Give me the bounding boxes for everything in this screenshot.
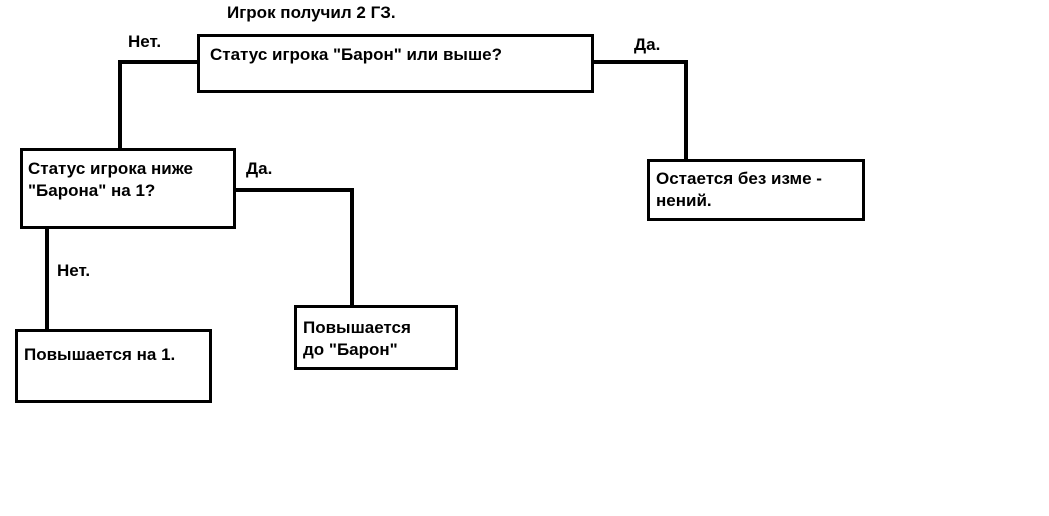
- edge-label-below-yes: Да.: [246, 159, 273, 178]
- node-raise-one-result: Повышается на 1.: [15, 329, 212, 403]
- node-raise-to-baron-result: Повышается до "Барон": [294, 305, 458, 370]
- edge-root-yes-horizontal: [591, 60, 688, 64]
- edge-below-yes-vertical: [350, 188, 354, 305]
- edge-root-yes-vertical: [684, 60, 688, 159]
- edge-root-no-vertical: [118, 60, 122, 148]
- edge-below-yes-horizontal: [233, 188, 354, 192]
- flowchart-title: Игрок получил 2 ГЗ.: [227, 3, 396, 22]
- edge-label-below-no: Нет.: [57, 261, 91, 280]
- node-unchanged-result: Остается без изме - нений.: [647, 159, 865, 221]
- edge-root-no-horizontal: [118, 60, 200, 64]
- node-root-question: Статус игрока "Барон" или выше?: [197, 34, 594, 93]
- node-below-baron-question: Статус игрока ниже "Барона" на 1?: [20, 148, 236, 229]
- edge-label-root-no: Нет.: [128, 32, 162, 51]
- edge-label-root-yes: Да.: [634, 35, 661, 54]
- edge-below-no-vertical: [45, 227, 49, 329]
